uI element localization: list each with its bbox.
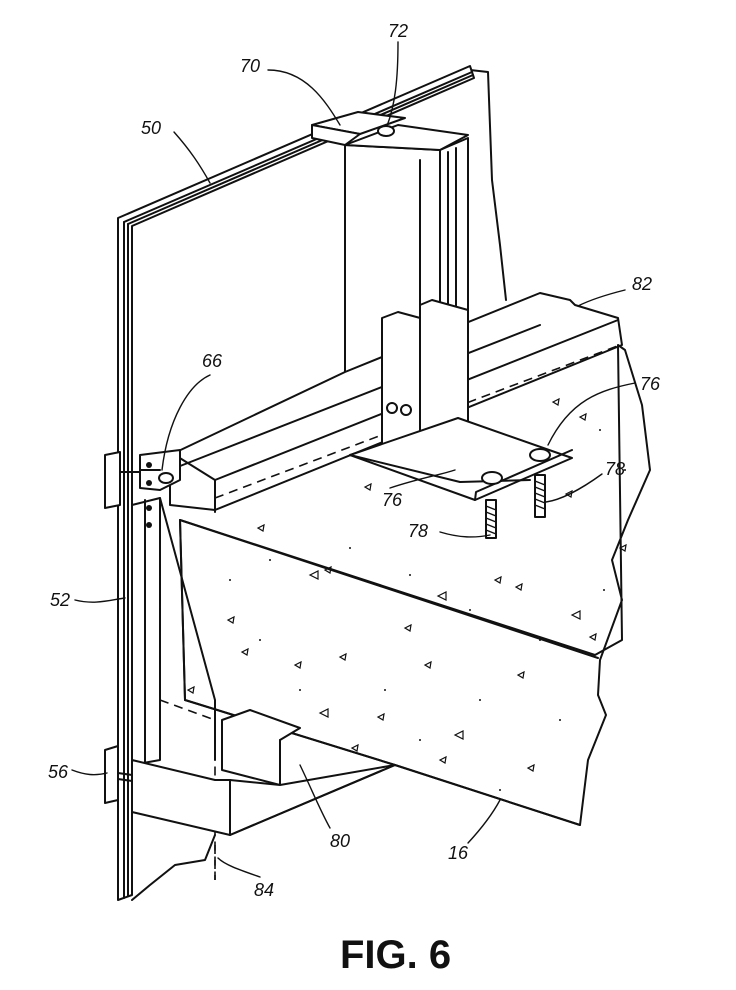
bolt-78-left (481, 471, 503, 539)
bolt-78-right (529, 448, 551, 518)
clip-56 (104, 745, 231, 836)
reference-labels: 50 70 72 82 76 76 78 78 66 52 56 80 16 8… (48, 21, 661, 900)
clip-66 (104, 449, 181, 528)
glass-panel-50 (117, 65, 475, 901)
label-82: 82 (632, 274, 652, 294)
figure-caption: FIG. 6 (340, 933, 451, 977)
label-76-upper: 76 (640, 374, 661, 394)
lower-block-80 (221, 709, 396, 836)
label-52: 52 (50, 590, 70, 610)
aggregate-marks (186, 397, 627, 772)
leader-lines (71, 41, 636, 878)
label-66: 66 (202, 351, 223, 371)
label-76-lower: 76 (382, 490, 403, 510)
label-78-left: 78 (408, 521, 428, 541)
label-56: 56 (48, 762, 69, 782)
label-50: 50 (141, 118, 161, 138)
brackets (381, 299, 469, 455)
break-line (131, 834, 216, 901)
label-16: 16 (448, 843, 469, 863)
pin-72 (377, 125, 395, 137)
label-80: 80 (330, 831, 350, 851)
label-84: 84 (254, 880, 274, 900)
top-clip-70 (311, 111, 406, 146)
label-72: 72 (388, 21, 408, 41)
back-wall (469, 69, 507, 301)
label-70: 70 (240, 56, 260, 76)
angle-plates-76 (349, 417, 573, 539)
label-78-right: 78 (605, 459, 625, 479)
stipple (229, 429, 626, 791)
